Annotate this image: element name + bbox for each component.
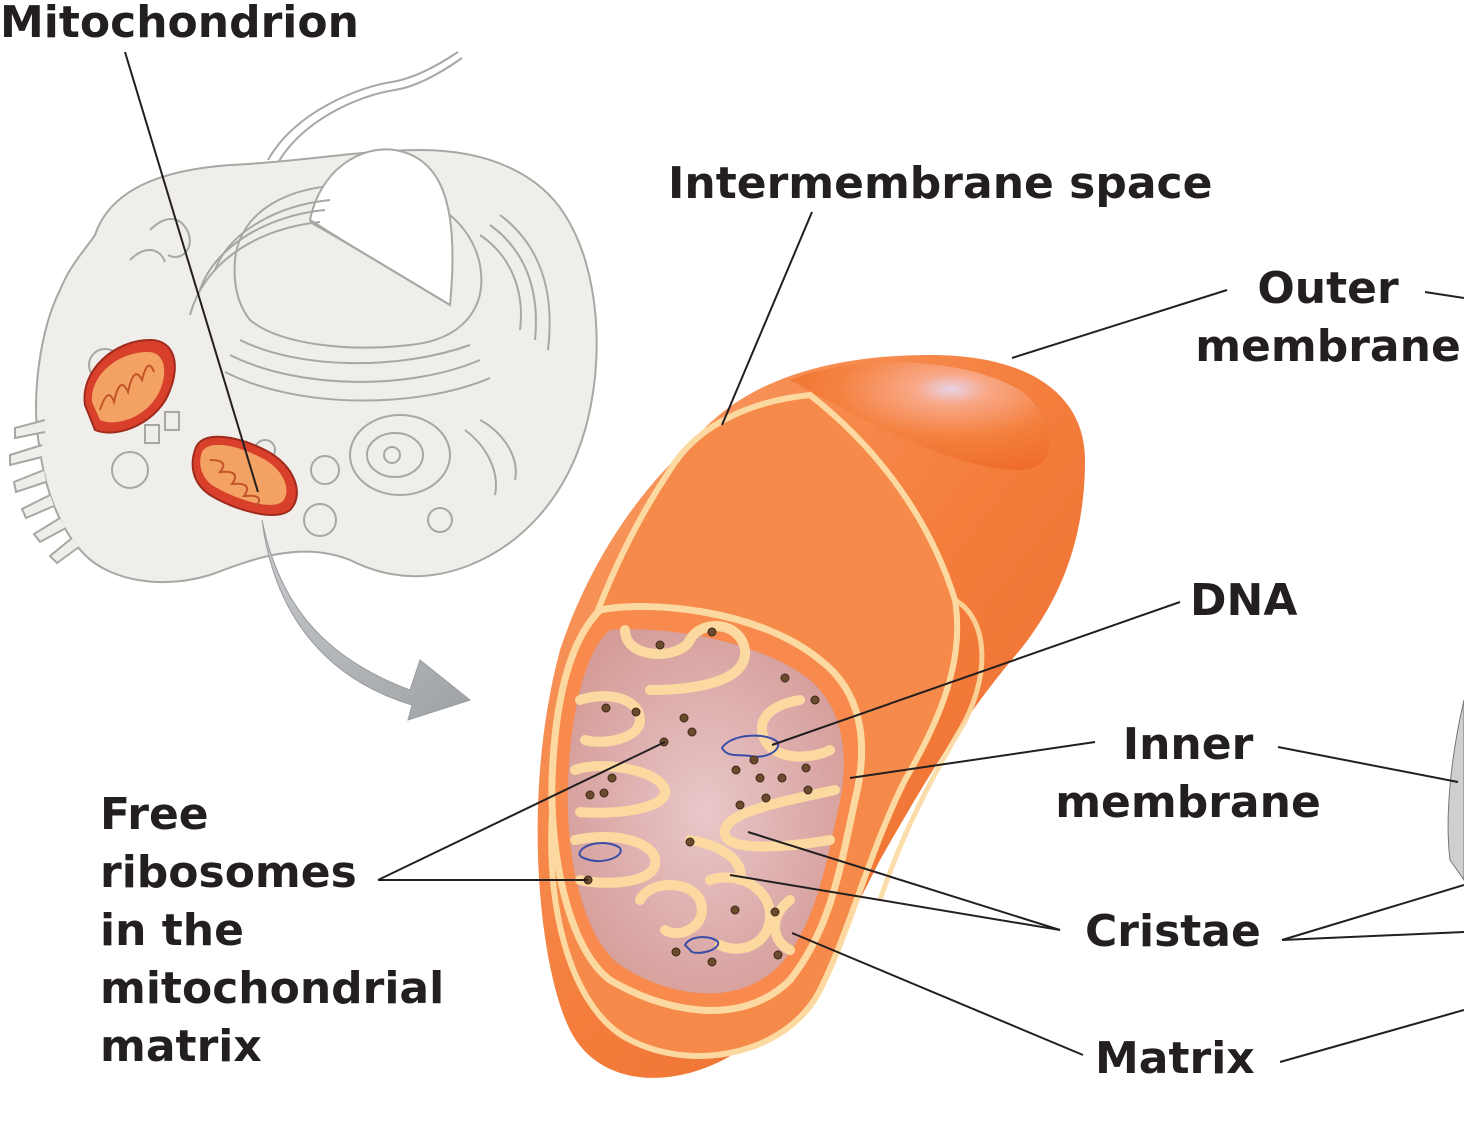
tem-micrograph-edge	[1447, 699, 1464, 881]
leader-cristae-b	[729, 874, 1061, 931]
leader-inner-right	[1277, 746, 1459, 783]
endoplasmic-reticulum	[129, 199, 551, 496]
centriole	[164, 411, 180, 431]
label-intermembrane-space: Intermembrane space	[668, 158, 1213, 209]
label-outer-membrane-line1: Outer	[1257, 263, 1399, 314]
label-matrix: Matrix	[1095, 1033, 1255, 1084]
label-free-ribosomes-line3: in the	[100, 905, 244, 956]
zoom-arrow	[261, 519, 472, 721]
label-outer-membrane: Outer membrane	[1192, 260, 1464, 376]
leader-mitochondrion	[124, 51, 259, 493]
leader-outer-right	[1424, 291, 1464, 299]
label-free-ribosomes: Free ribosomes in the mitochondrial matr…	[100, 786, 444, 1076]
leader-intermembrane	[721, 211, 813, 426]
label-free-ribosomes-line2: ribosomes	[100, 847, 357, 898]
centriole	[144, 424, 160, 444]
label-free-ribosomes-line4: mitochondrial	[100, 963, 445, 1014]
cell-mitochondrion-2	[191, 435, 298, 516]
leader-matrix	[791, 932, 1084, 1056]
flagellum	[274, 57, 463, 169]
nucleus-cutaway	[308, 148, 454, 307]
microvilli	[9, 419, 80, 565]
cell-mitochondrion-1	[83, 338, 176, 434]
leader-dna	[771, 601, 1181, 746]
dna-strands	[578, 734, 780, 954]
leader-cristae-a	[747, 831, 1061, 931]
leader-ribosomes-a	[377, 741, 666, 881]
animal-cell-sketch	[9, 51, 598, 584]
leader-cristae-right-a	[1281, 884, 1464, 941]
vesicle	[111, 451, 149, 489]
label-free-ribosomes-line1: Free	[100, 789, 209, 840]
leader-cristae-right-b	[1281, 931, 1464, 941]
cristae-folds	[570, 621, 840, 955]
leader-matrix-right	[1279, 1009, 1464, 1063]
leader-outer-membrane	[1011, 289, 1228, 359]
label-outer-membrane-line2: membrane	[1195, 321, 1461, 372]
label-dna: DNA	[1190, 575, 1298, 626]
label-cristae: Cristae	[1085, 906, 1261, 957]
label-free-ribosomes-line5: matrix	[100, 1021, 262, 1072]
ribosomes	[583, 627, 820, 967]
label-inner-membrane-line2: membrane	[1055, 777, 1321, 828]
label-inner-membrane-line1: Inner	[1122, 719, 1254, 770]
leader-inner-membrane	[849, 741, 1096, 779]
label-mitochondrion: Mitochondrion	[0, 0, 359, 48]
leader-lines	[124, 51, 1464, 1063]
label-inner-membrane: Inner membrane	[1052, 716, 1324, 832]
mitochondrion-cutaway	[537, 355, 1085, 1078]
